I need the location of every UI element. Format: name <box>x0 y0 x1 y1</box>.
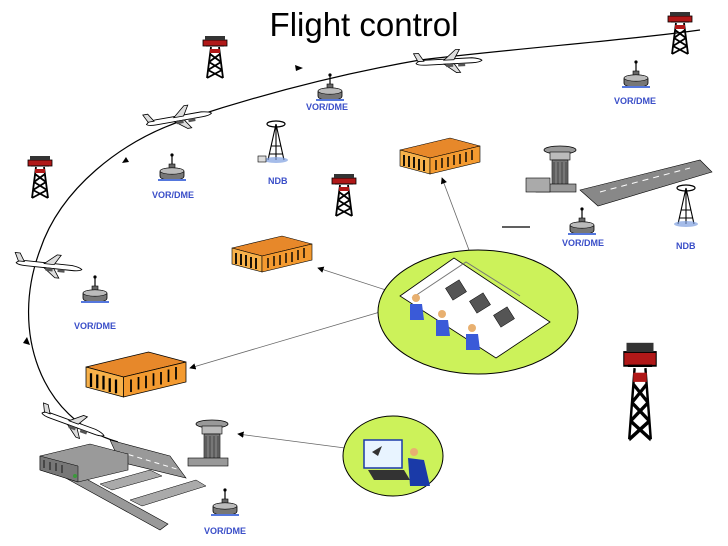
airplane-icon <box>35 400 109 447</box>
control-tower-icon <box>187 419 229 467</box>
ndb-label: NDB <box>268 176 288 186</box>
ndb-label: NDB <box>676 241 696 251</box>
vor-dme-beacon-icon <box>210 487 240 516</box>
flight-path-arrow <box>295 65 303 71</box>
ndb-shelter <box>257 155 267 163</box>
radar-tower-icon <box>27 155 53 199</box>
radar-tower-icon <box>624 343 656 440</box>
vor-dme-label: VOR/DME <box>614 96 657 106</box>
vor-dme-beacon-icon <box>157 152 187 181</box>
vor-dme-label: VOR/DME <box>74 321 117 331</box>
ndb-antenna-icon <box>263 120 289 164</box>
control-center-building-icon <box>399 137 481 175</box>
radar-operator-icon <box>342 415 444 497</box>
link-arrow <box>317 266 393 293</box>
vor-dme-beacon-icon <box>80 274 110 303</box>
control-tower-icon <box>525 145 577 193</box>
vor-dme-label: VOR/DME <box>562 238 605 248</box>
control-center-building-icon <box>231 235 313 273</box>
flight-path-arrow <box>23 337 30 345</box>
airplane-icon <box>141 100 214 137</box>
vor-dme-label: VOR/DME <box>204 526 247 536</box>
air-traffic-controllers-icon <box>377 249 579 375</box>
radar-tower-icon <box>331 173 357 217</box>
vor-dme-beacon-icon <box>315 72 345 101</box>
link-arrow <box>237 431 346 449</box>
vor-dme-label: VOR/DME <box>152 190 195 200</box>
airplane-icon <box>12 250 84 281</box>
link-arrow <box>440 177 473 259</box>
vor-dme-beacon-icon <box>621 59 651 88</box>
control-center-building-icon <box>84 350 188 399</box>
ndb-antenna-icon <box>673 184 699 228</box>
link-arrow <box>189 311 381 370</box>
vor-dme-label: VOR/DME <box>306 102 349 112</box>
page-title: Flight control <box>269 6 459 43</box>
flight-path-arrow <box>122 157 129 163</box>
vor-dme-beacon-icon <box>567 206 597 235</box>
runway-icon <box>579 159 713 207</box>
airport-terminal-icon <box>39 439 207 531</box>
airplane-icon <box>412 47 484 76</box>
